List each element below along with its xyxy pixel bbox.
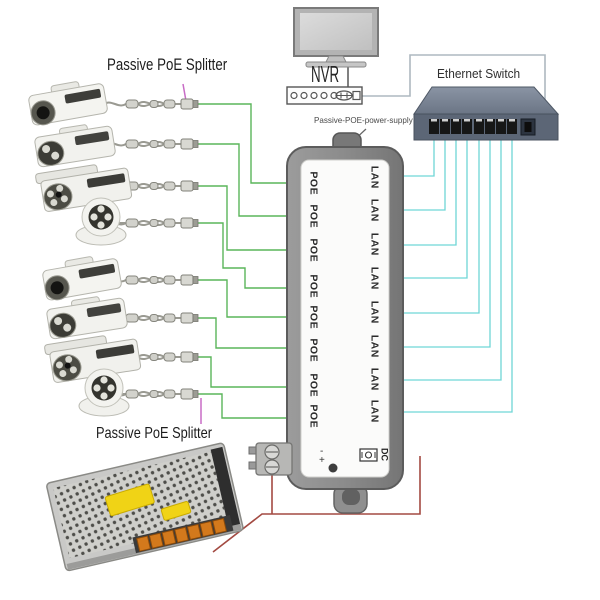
nvr-recorder-icon: [286, 86, 363, 105]
lan-cable-4: [401, 137, 468, 279]
label-pointers: [182, 83, 202, 424]
psu-terminals-icon: [132, 514, 234, 554]
uplink-port-icon: [520, 118, 536, 136]
polarity-plus-label: +: [319, 455, 325, 466]
lan-port-label-3: LAN: [368, 232, 381, 256]
lan-port-label-6: LAN: [368, 334, 381, 358]
poe-cable-1: [197, 103, 290, 184]
splitter-cable-icon: [103, 98, 199, 110]
poe-power-supply-label: Passive-POE-power-supply: [314, 115, 413, 125]
monitor-icon: [293, 7, 379, 68]
poe-injector-body: [248, 132, 404, 514]
splitter-top-pointer: [182, 83, 187, 102]
dc-port-label: DC: [379, 448, 390, 461]
bullet-camera-icon: [40, 251, 123, 303]
lan-cables: [401, 137, 513, 413]
bullet-camera-icon: [26, 76, 109, 128]
poe-cable-7: [197, 356, 290, 388]
poe-port-label-6: POE: [307, 338, 320, 363]
lan-cable-1: [401, 137, 435, 177]
poe-port-label-4: POE: [307, 274, 320, 299]
poe-port-label-7: POE: [307, 373, 320, 398]
lan-cable-7: [401, 137, 502, 381]
bullet-camera-icon: [32, 120, 117, 168]
terminal-block-icon: [248, 442, 293, 476]
power-led-icon: [328, 463, 338, 473]
switch-port-icon: [429, 119, 517, 134]
splitter-label-top: Passive PoE Splitter: [107, 55, 228, 74]
dc-power-cable: [212, 456, 421, 553]
poe-port-label-1: POE: [307, 171, 320, 196]
poe-cable-8: [197, 393, 290, 419]
poe-port-label-5: POE: [307, 305, 320, 330]
lan-port-label-4: LAN: [368, 266, 381, 290]
poe-port-label-2: POE: [307, 204, 320, 229]
polarity-minus-label: -: [320, 446, 324, 457]
splitter-label-bottom: Passive PoE Splitter: [96, 425, 212, 442]
poe-cables: [197, 103, 290, 419]
lan-cable-6: [401, 137, 491, 348]
splitter-cable-icon: [103, 138, 199, 150]
lan-cable-2: [401, 137, 446, 211]
poe-cable-4: [197, 222, 290, 289]
poe-cable-5: [197, 279, 290, 318]
lan-cable-8: [401, 137, 513, 413]
poe-cable-6: [197, 317, 290, 349]
lan-cable-5: [401, 137, 480, 314]
lan-port-label-2: LAN: [368, 198, 381, 222]
lan-port-label-7: LAN: [368, 367, 381, 391]
lan-port-label-5: LAN: [368, 300, 381, 324]
poe-cable-2: [197, 143, 290, 217]
mounting-slot: [342, 489, 360, 505]
nvr-label: NVR: [311, 61, 340, 87]
ethernet-switch-icon: [413, 86, 560, 141]
poe-port-label-3: POE: [307, 238, 320, 263]
ethernet-switch-label: Ethernet Switch: [437, 67, 521, 81]
lan-port-label-8: LAN: [368, 399, 381, 423]
dc-jack-icon: [359, 448, 378, 462]
poe-port-label-8: POE: [307, 404, 320, 429]
power-supply-icon: [46, 442, 244, 572]
poe-injector-panel: [300, 159, 390, 478]
bullet-camera-icon: [34, 159, 133, 214]
lan-cable-3: [401, 137, 457, 246]
poe-cable-3: [197, 185, 290, 251]
lan-port-label-1: LAN: [368, 165, 381, 189]
nvr-uplink-cable: [362, 54, 546, 121]
